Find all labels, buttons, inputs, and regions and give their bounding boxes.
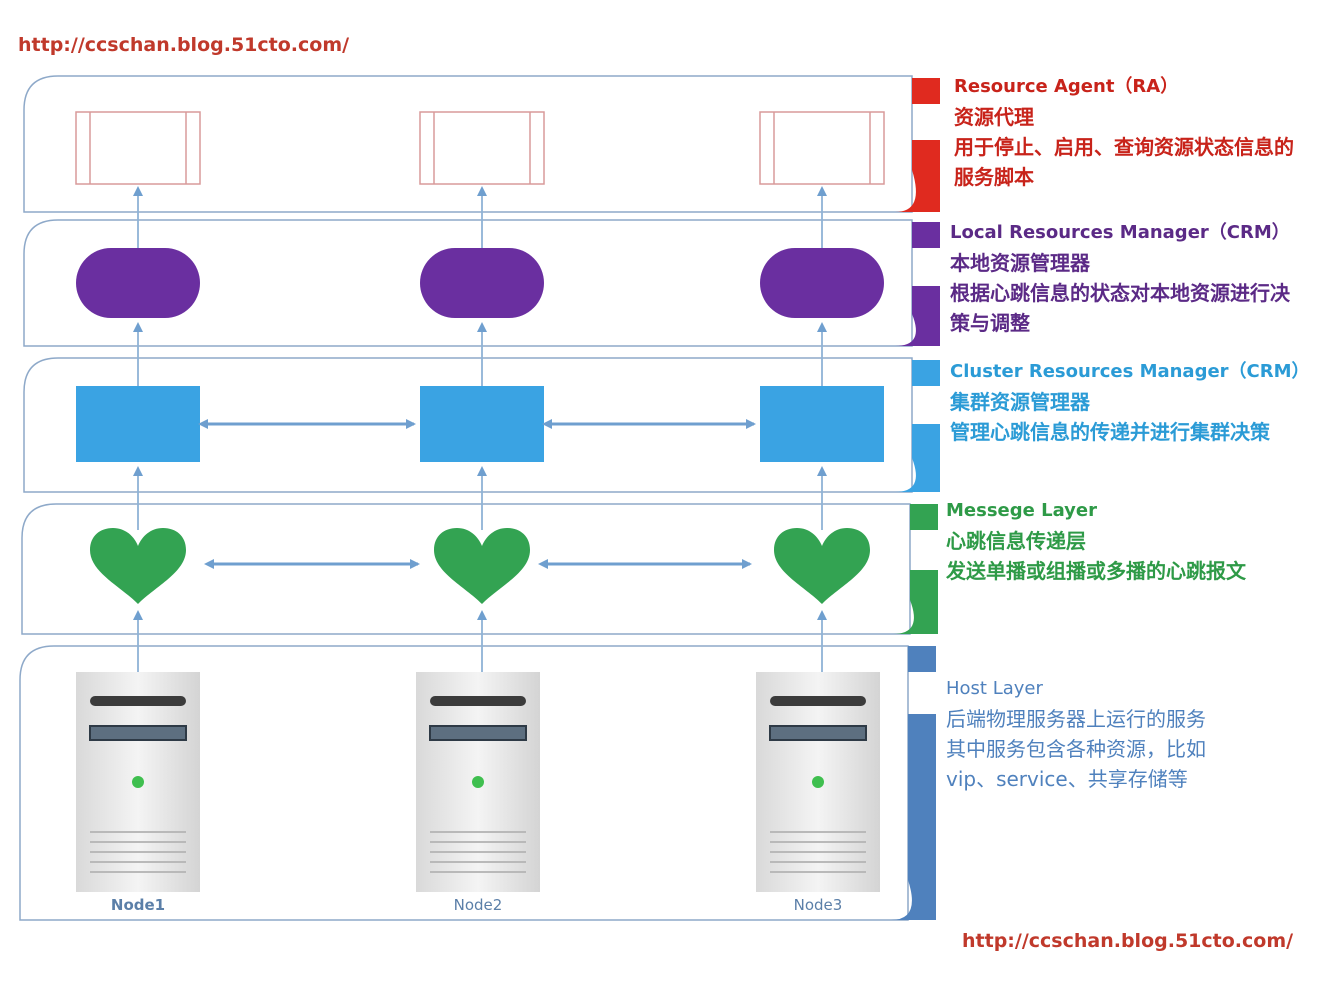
host-subtitle: 后端物理服务器上运行的服务 (946, 707, 1206, 731)
watermark-url-top: http://ccschan.blog.51cto.com/ (18, 34, 350, 56)
host-description: Host Layer 后端物理服务器上运行的服务 其中服务包含各种资源，比如vi… (946, 674, 1256, 794)
crm-box-3 (760, 386, 884, 462)
node-label-3: Node3 (794, 896, 843, 914)
message-desc: 发送单播或组播或多播的心跳报文 (946, 559, 1246, 583)
vertical-connectors (133, 186, 827, 672)
heart-icon (90, 528, 186, 604)
ra-subtitle: 资源代理 (954, 105, 1034, 129)
lrm-pill-3 (760, 248, 884, 318)
crm-title: Cluster Resources Manager（CRM） (950, 361, 1310, 382)
crm-desc: 管理心跳信息的传递并进行集群决策 (950, 420, 1270, 444)
lrm-description: Local Resources Manager（CRM） 本地资源管理器 根据心… (950, 218, 1306, 338)
ra-title: Resource Agent（RA） (954, 76, 1179, 97)
crm-box-2 (420, 386, 544, 462)
lrm-desc: 根据心跳信息的状态对本地资源进行决策与调整 (950, 281, 1290, 335)
message-description: Messege Layer 心跳信息传递层 发送单播或组播或多播的心跳报文 (946, 496, 1306, 586)
ra-box-2 (419, 111, 545, 185)
host-desc: 其中服务包含各种资源，比如vip、service、共享存储等 (946, 737, 1206, 791)
watermark-url-bottom: http://ccschan.blog.51cto.com/ (962, 930, 1294, 952)
server-icon (756, 672, 880, 892)
lrm-pill-1 (76, 248, 200, 318)
heart-icon (774, 528, 870, 604)
ra-box-1 (75, 111, 201, 185)
crm-subtitle: 集群资源管理器 (950, 390, 1090, 414)
server-icon (76, 672, 200, 892)
heart-icon (434, 528, 530, 604)
ra-box-3 (759, 111, 885, 185)
node-label-2: Node2 (454, 896, 503, 914)
node-label-1: Node1 (111, 896, 165, 914)
crm-box-1 (76, 386, 200, 462)
lrm-subtitle: 本地资源管理器 (950, 251, 1090, 275)
host-title: Host Layer (946, 678, 1043, 699)
crm-description: Cluster Resources Manager（CRM） 集群资源管理器 管… (950, 357, 1310, 447)
ra-desc: 用于停止、启用、查询资源状态信息的服务脚本 (954, 135, 1294, 189)
ra-description: Resource Agent（RA） 资源代理 用于停止、启用、查询资源状态信息… (954, 72, 1294, 192)
server-icon (416, 672, 540, 892)
message-subtitle: 心跳信息传递层 (946, 529, 1086, 553)
message-title: Messege Layer (946, 500, 1097, 521)
lrm-title: Local Resources Manager（CRM） (950, 222, 1290, 243)
lrm-pill-2 (420, 248, 544, 318)
